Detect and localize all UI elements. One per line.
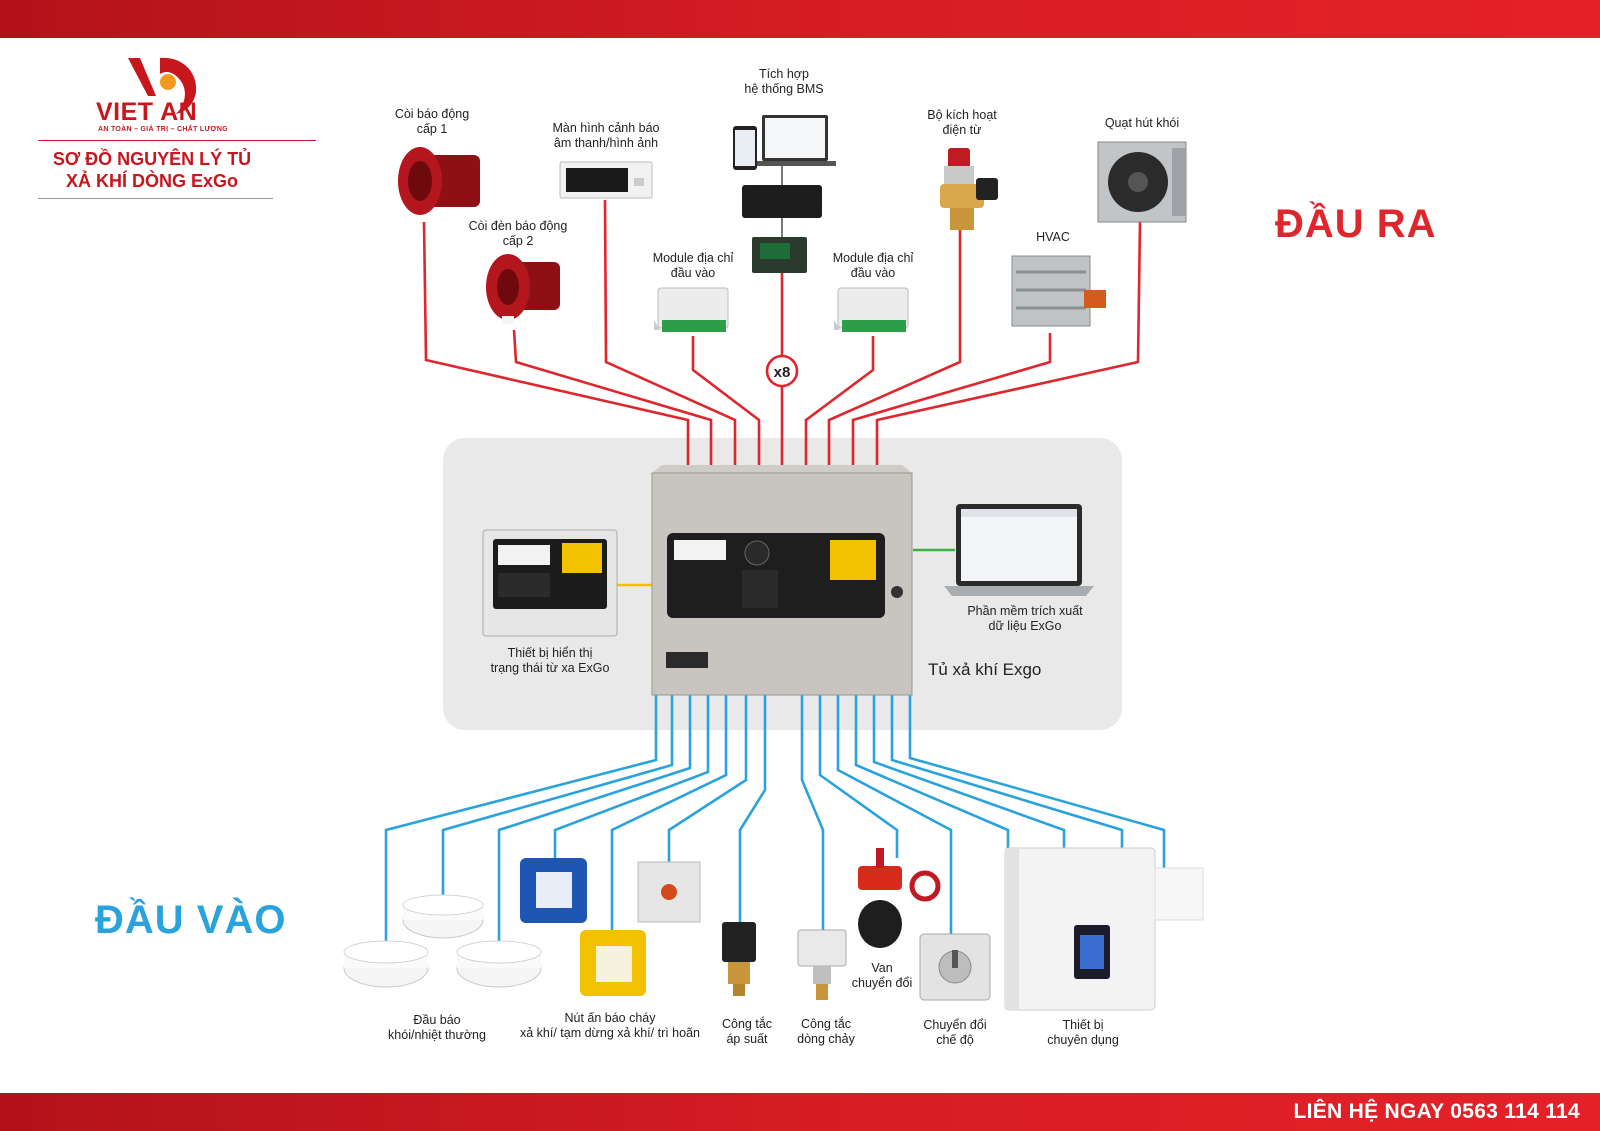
output-label-line1: Còi báo động [394, 107, 470, 121]
output-label-hvac: HVAC [1010, 230, 1096, 245]
input-label-line1: Đầu báo [413, 1013, 461, 1027]
viet-an-logo-icon [128, 57, 197, 114]
software-label-line1: Phần mềm trích xuất [967, 604, 1083, 618]
output-label-line1: Module địa chỉ [652, 251, 734, 265]
input-label-pressure-switch: Công tắc áp suất [707, 1017, 787, 1047]
output-wiring [422, 199, 1142, 473]
brand-block: VIET AN AN TOÀN – GIÁ TRỊ – CHẤT LƯỢNG S… [38, 48, 318, 208]
exgo-panel-icon [651, 465, 913, 696]
input-label-vesda: Thiết bị chuyên dụng [1035, 1018, 1131, 1048]
output-label-line2: âm thanh/hình ảnh [553, 136, 659, 150]
input-label-line2: chuyên dụng [1047, 1033, 1119, 1047]
brand-tagline: AN TOÀN – GIÁ TRỊ – CHẤT LƯỢNG [98, 126, 228, 133]
output-label-line1: Màn hình cảnh báo [552, 121, 660, 135]
output-label-siren-2: Còi đèn báo động cấp 2 [455, 219, 581, 249]
output-label-line1: Module địa chỉ [832, 251, 914, 265]
brand-name: VIET AN [96, 98, 198, 126]
outputs-heading: ĐẦU RA [1275, 202, 1437, 246]
input-wiring [384, 695, 1166, 943]
remote-display-label: Thiết bị hiển thị trạng thái từ xa ExGo [470, 646, 630, 676]
output-label-bms: Tích hợp hệ thống BMS [722, 67, 846, 97]
output-label-line2: hệ thống BMS [744, 82, 824, 96]
input-label-line1: Nút ấn báo cháy [564, 1011, 656, 1025]
valve-icon [858, 848, 941, 948]
input-label-line2: chuyển đổi [851, 976, 913, 990]
input-label-line1: Công tắc [721, 1017, 773, 1031]
input-label-line2: xả khí/ tạm dừng xả khí/ trì hoãn [520, 1026, 700, 1040]
output-label-line1: HVAC [1036, 230, 1070, 244]
fan-icon [1097, 141, 1187, 223]
siren-beacon-icon [486, 254, 560, 324]
output-label-line1: Còi đèn báo động [468, 219, 568, 233]
input-label-line1: Van [871, 961, 893, 975]
pressure-switch-icon [722, 922, 756, 996]
multiplier-badge [765, 354, 799, 388]
brand-rule-top [38, 140, 316, 141]
input-label-line2: áp suất [726, 1032, 768, 1046]
output-label-line2: cấp 2 [502, 234, 534, 248]
remote-label-line2: trạng thái từ xa ExGo [490, 661, 610, 675]
input-label-line1: Thiết bị [1062, 1018, 1104, 1032]
output-label-line2: cấp 1 [416, 122, 448, 136]
smoke-detector-icon [343, 894, 542, 988]
input-label-line2: dòng chảy [797, 1032, 855, 1046]
address-module-icon [654, 287, 729, 332]
input-label-key-switch: Chuyển đổi chế độ [910, 1018, 1000, 1048]
software-label: Phần mềm trích xuất dữ liệu ExGo [950, 604, 1100, 634]
panel-label: Tủ xả khí Exgo [928, 660, 1042, 679]
input-label-line1: Công tắc [800, 1017, 852, 1031]
output-label-module-right: Module địa chỉ đầu vào [810, 251, 936, 281]
output-label-line2: đầu vào [670, 266, 716, 280]
top-banner [0, 0, 1600, 38]
address-module-icon-2 [834, 287, 909, 332]
output-label-fan: Quạt hút khói [1080, 116, 1204, 131]
vesda-icon [1004, 847, 1204, 1011]
input-label-detector: Đầu báo khói/nhiệt thường [372, 1013, 502, 1043]
software-label-line2: dữ liệu ExGo [988, 619, 1062, 633]
output-label-siren-1: Còi báo động cấp 1 [370, 107, 494, 137]
key-switch-icon [919, 933, 991, 1001]
damper-icon [1011, 255, 1106, 327]
siren-icon [398, 147, 480, 215]
input-label-line2: chế độ [936, 1033, 974, 1047]
output-label-line2: đầu vào [850, 266, 896, 280]
input-label-valve: Van chuyển đổi [840, 961, 924, 991]
diagram-title: SƠ ĐỒ NGUYÊN LÝ TỦ XẢ KHÍ DÒNG ExGo [38, 148, 266, 192]
remote-display-icon [482, 529, 618, 637]
output-label-line1: Tích hợp [759, 67, 809, 81]
input-label-flow-switch: Công tắc dòng chảy [783, 1017, 869, 1047]
bottom-banner [0, 1093, 1600, 1131]
diagram-title-line2: XẢ KHÍ DÒNG ExGo [65, 171, 239, 191]
output-label-solenoid: Bộ kích hoạt điện từ [900, 108, 1024, 138]
solenoid-icon [940, 148, 998, 230]
bms-icon [733, 115, 836, 273]
flow-switch-icon [797, 929, 847, 1000]
brand-rule-bottom [38, 198, 273, 199]
output-label-line1: Quạt hút khói [1104, 116, 1180, 130]
call-point-icon [520, 858, 701, 996]
laptop-software-icon [944, 504, 1094, 596]
input-label-line2: khói/nhiệt thường [388, 1028, 486, 1042]
output-label-line2: điện từ [942, 123, 982, 137]
display-sign-icon [559, 161, 653, 199]
output-label-display: Màn hình cảnh báo âm thanh/hình ảnh [536, 121, 676, 151]
remote-label-line1: Thiết bị hiển thị [507, 646, 593, 660]
diagram-title-line1: SƠ ĐỒ NGUYÊN LÝ TỦ [52, 149, 252, 169]
input-label-call-point: Nút ấn báo cháy xả khí/ tạm dừng xả khí/… [505, 1011, 715, 1041]
multiplier-text: x8 [774, 364, 791, 381]
output-label-module-left: Module địa chỉ đầu vào [630, 251, 756, 281]
input-label-line1: Chuyển đổi [923, 1018, 987, 1032]
contact-hotline[interactable]: LIÊN HỆ NGAY 0563 114 114 [1293, 1100, 1580, 1123]
output-label-line1: Bộ kích hoạt [927, 108, 997, 122]
inputs-heading: ĐẦU VÀO [95, 898, 287, 942]
